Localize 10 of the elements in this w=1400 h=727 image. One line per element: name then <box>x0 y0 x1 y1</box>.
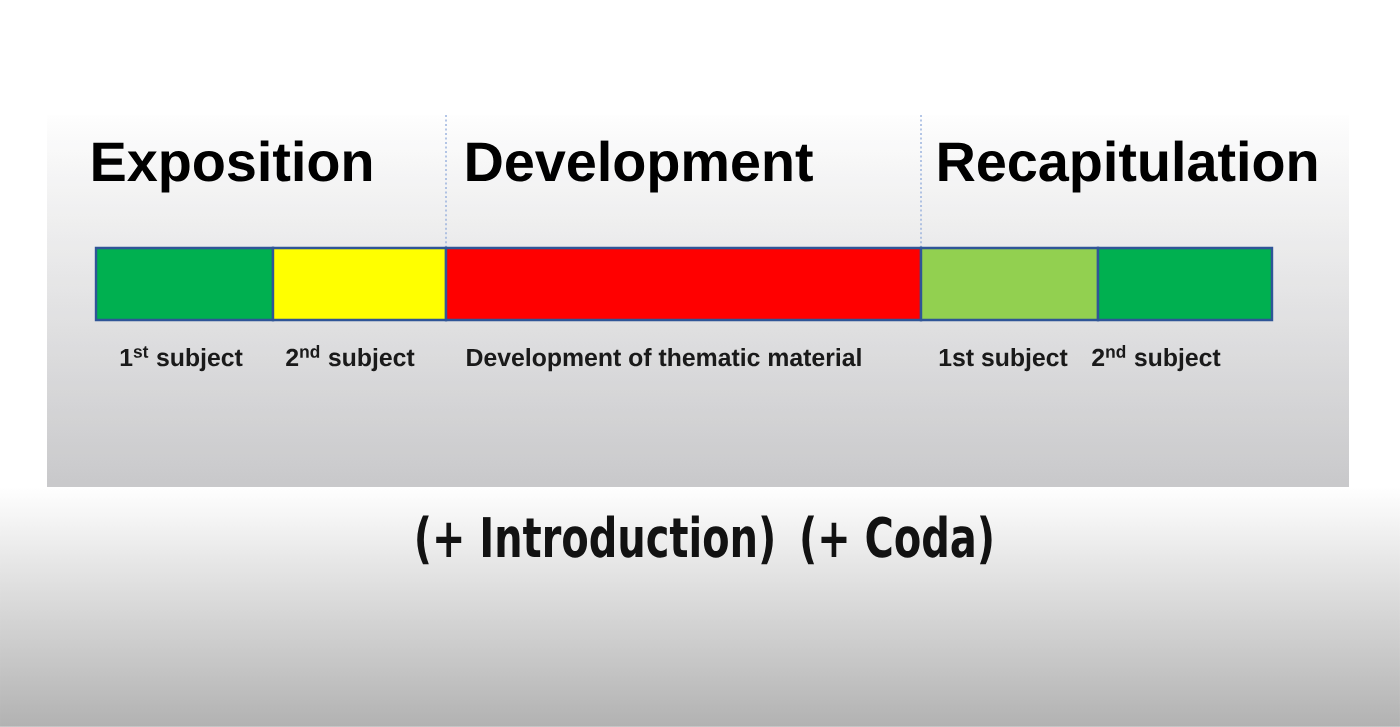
segment-label: 2$^{nd}$ subject <box>286 345 415 372</box>
segment-label: 2$^{nd}$ subject <box>1092 345 1221 372</box>
section-heading: Recapitulation <box>939 140 1317 193</box>
optional-section-note: (+ Coda) <box>802 515 992 565</box>
optional-section-note: (+ Introduction) <box>417 515 773 565</box>
section-heading: Exposition <box>93 140 372 193</box>
segment-label: Development of thematic material <box>467 348 861 372</box>
section-heading: Development <box>467 140 813 193</box>
segment-label: 1$^{st}$ subject <box>120 346 243 372</box>
segment-label: 1st subject <box>939 348 1068 372</box>
